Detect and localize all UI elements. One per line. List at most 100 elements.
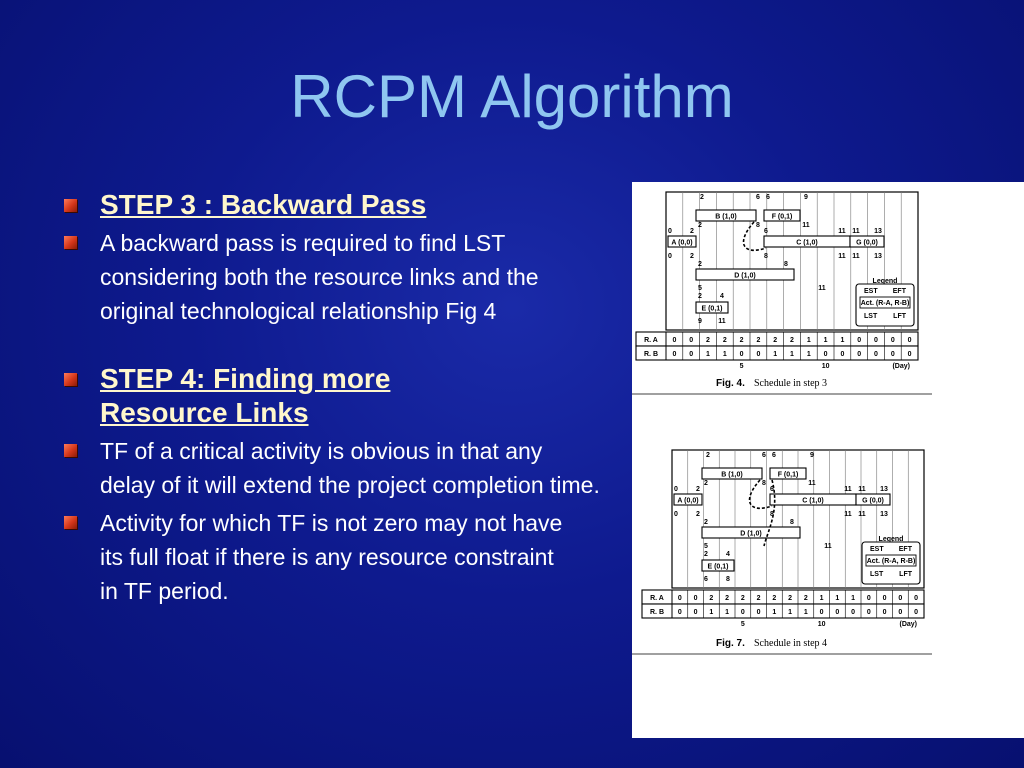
activity-a-label: A (0,0) — [671, 240, 692, 247]
num-label: 0 — [668, 253, 672, 260]
activity-g-label: G (0,0) — [862, 498, 884, 505]
resource-cell: 0 — [757, 609, 761, 616]
resource-cell: 2 — [772, 595, 776, 602]
num-label: 13 — [874, 228, 882, 235]
num-label: 6 — [770, 486, 774, 493]
num-label: 11 — [852, 228, 860, 235]
num-label: 8 — [726, 576, 730, 583]
legend-activity-box — [859, 296, 911, 309]
resource-cell: 0 — [689, 337, 693, 344]
legend-eft: EFT — [899, 546, 913, 553]
activity-g — [855, 493, 891, 506]
activity-e-label: E (0,1) — [707, 564, 728, 571]
resource-cell: 0 — [883, 609, 887, 616]
num-label: 2 — [704, 519, 708, 526]
resource-cell: 0 — [694, 595, 698, 602]
num-label: 2 — [706, 452, 710, 459]
resource-cell: 0 — [914, 595, 918, 602]
activity-g — [849, 235, 885, 248]
step4-point-1-text: TF of a critical activity is obvious in … — [100, 438, 600, 498]
num-label: 8 — [790, 519, 794, 526]
resource-cell: 0 — [898, 595, 902, 602]
step3-heading: STEP 3 : Backward Pass — [64, 188, 624, 222]
resource-cell: 2 — [741, 595, 745, 602]
activity-e-label: E (0,1) — [701, 306, 722, 313]
resource-cell: 0 — [840, 351, 844, 358]
resource-cell: 2 — [788, 595, 792, 602]
num-label: 11 — [838, 228, 846, 235]
activity-g-label: G (0,0) — [856, 240, 878, 247]
resource-cell: 0 — [689, 351, 693, 358]
num-label: 11 — [808, 480, 816, 487]
num-label: 11 — [858, 486, 866, 493]
resource-cell: 0 — [908, 337, 912, 344]
legend-est: EST — [864, 288, 878, 295]
num-label: 2 — [704, 480, 708, 487]
resource-cell: 2 — [756, 337, 760, 344]
legend-title: Legend — [873, 278, 898, 285]
axis-tick: 10 — [818, 621, 826, 628]
resource-cell: 0 — [857, 351, 861, 358]
legend-act: Act. (R-A, R-B) — [861, 300, 910, 307]
axis-unit: (Day) — [899, 621, 917, 628]
figure-caption-text: Schedule in step 4 — [754, 638, 827, 649]
resource-cell: 2 — [706, 337, 710, 344]
resource-cell: 1 — [807, 337, 811, 344]
resource-cell: 0 — [908, 351, 912, 358]
num-label: 8 — [764, 253, 768, 260]
grid-frame — [665, 191, 919, 331]
num-label: 2 — [698, 261, 702, 268]
step4-point-1: TF of a critical activity is obvious in … — [64, 434, 624, 502]
activity-d — [701, 526, 801, 539]
figure-panel: A (0,0)B (1,0)F (0,1)C (1,0)G (0,0)D (1,… — [632, 182, 1024, 738]
step3-heading-text: STEP 3 : Backward Pass — [100, 189, 427, 220]
resource-cell: 1 — [824, 337, 828, 344]
step4-point-2: Activity for which TF is not zero may no… — [64, 506, 624, 608]
resource-cell: 0 — [824, 351, 828, 358]
num-label: 4 — [726, 551, 730, 558]
step3-text-content: A backward pass is required to find LST … — [100, 230, 539, 324]
step4-heading-text: STEP 4: Finding more Resource Links — [100, 363, 391, 428]
num-label: 2 — [696, 511, 700, 518]
bullet-square-icon — [64, 373, 77, 386]
legend-lft: LFT — [893, 313, 907, 320]
activity-d-label: D (1,0) — [734, 273, 755, 280]
resource-cell: 1 — [790, 351, 794, 358]
num-label: 13 — [880, 511, 888, 518]
resource-cell: 1 — [840, 337, 844, 344]
step4-heading: STEP 4: Finding more Resource Links — [64, 362, 624, 430]
resource-cell: 1 — [706, 351, 710, 358]
resource-cell: 0 — [756, 351, 760, 358]
legend-lst: LST — [864, 313, 878, 320]
resource-cell: 0 — [883, 595, 887, 602]
figure-caption-label: Fig. 7. — [716, 638, 745, 649]
activity-a-label: A (0,0) — [677, 498, 698, 505]
schedule-diagram: A (0,0)B (1,0)F (0,1)C (1,0)G (0,0)D (1,… — [632, 449, 932, 655]
bullet-square-icon — [64, 236, 77, 249]
legend-eft: EFT — [893, 288, 907, 295]
resource-cell: 2 — [804, 595, 808, 602]
num-label: 11 — [844, 511, 852, 518]
num-label: 6 — [762, 452, 766, 459]
activity-a — [667, 235, 697, 248]
num-label: 2 — [698, 222, 702, 229]
figure-caption-label: Fig. 4. — [716, 378, 745, 389]
resource-row — [641, 603, 925, 619]
figure-4: A (0,0)B (1,0)F (0,1)C (1,0)G (0,0)D (1,… — [632, 182, 1024, 444]
num-label: 11 — [852, 253, 860, 260]
num-label: 2 — [698, 293, 702, 300]
num-label: 8 — [762, 480, 766, 487]
resource-cell: 0 — [867, 595, 871, 602]
num-label: 9 — [810, 452, 814, 459]
num-label: 9 — [804, 194, 808, 201]
num-label: 6 — [772, 452, 776, 459]
num-label: 11 — [838, 253, 846, 260]
resource-link-arrow — [742, 221, 767, 252]
figure-caption-text: Schedule in step 3 — [754, 378, 827, 389]
resource-cell: 0 — [678, 609, 682, 616]
axis-tick: 5 — [740, 363, 744, 370]
legend-act: Act. (R-A, R-B) — [867, 558, 916, 565]
resource-cell: 2 — [740, 337, 744, 344]
resource-cell: 1 — [804, 609, 808, 616]
resource-cell: 0 — [914, 609, 918, 616]
